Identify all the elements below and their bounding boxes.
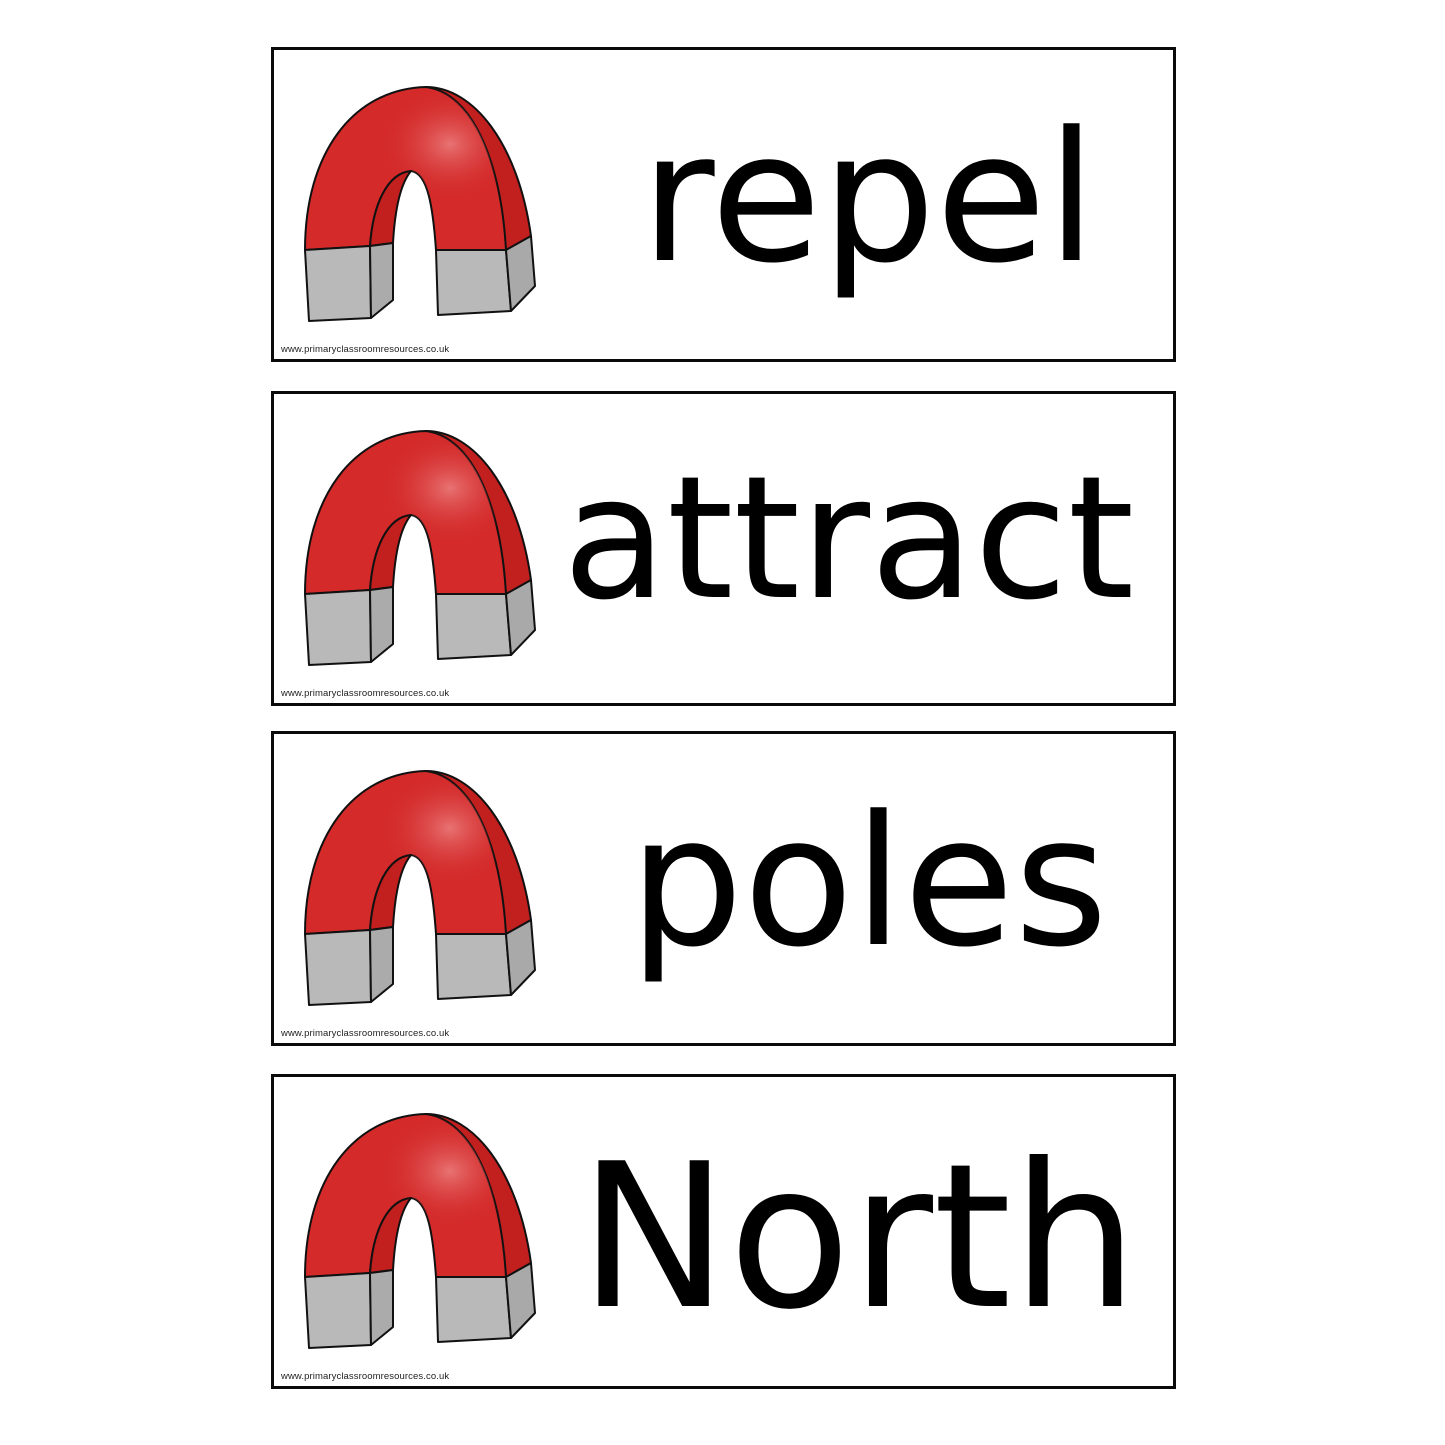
watermark-url: www.primaryclassroomresources.co.uk [281,688,450,699]
word-label: North [564,1077,1173,1386]
watermark-url: www.primaryclassroomresources.co.uk [281,344,450,355]
horseshoe-magnet-icon [304,1113,536,1349]
word-card-attract: attract www.primaryclassroomresources.co… [271,391,1176,706]
word-label: poles [564,734,1173,1043]
word-text: attract [562,439,1135,638]
word-label: repel [564,50,1173,359]
word-text: repel [640,93,1097,303]
horseshoe-magnet-icon [304,86,536,322]
watermark-url: www.primaryclassroomresources.co.uk [281,1371,450,1382]
horseshoe-magnet-icon [304,430,536,666]
word-text: North [578,1120,1139,1354]
word-label: attract [563,394,1173,703]
watermark-url: www.primaryclassroomresources.co.uk [281,1028,450,1039]
horseshoe-magnet-icon [304,770,536,1006]
word-card-poles: poles www.primaryclassroomresources.co.u… [271,731,1176,1046]
word-card-repel: repel www.primaryclassroomresources.co.u… [271,47,1176,362]
word-text: poles [629,777,1108,987]
word-card-north: North www.primaryclassroomresources.co.u… [271,1074,1176,1389]
